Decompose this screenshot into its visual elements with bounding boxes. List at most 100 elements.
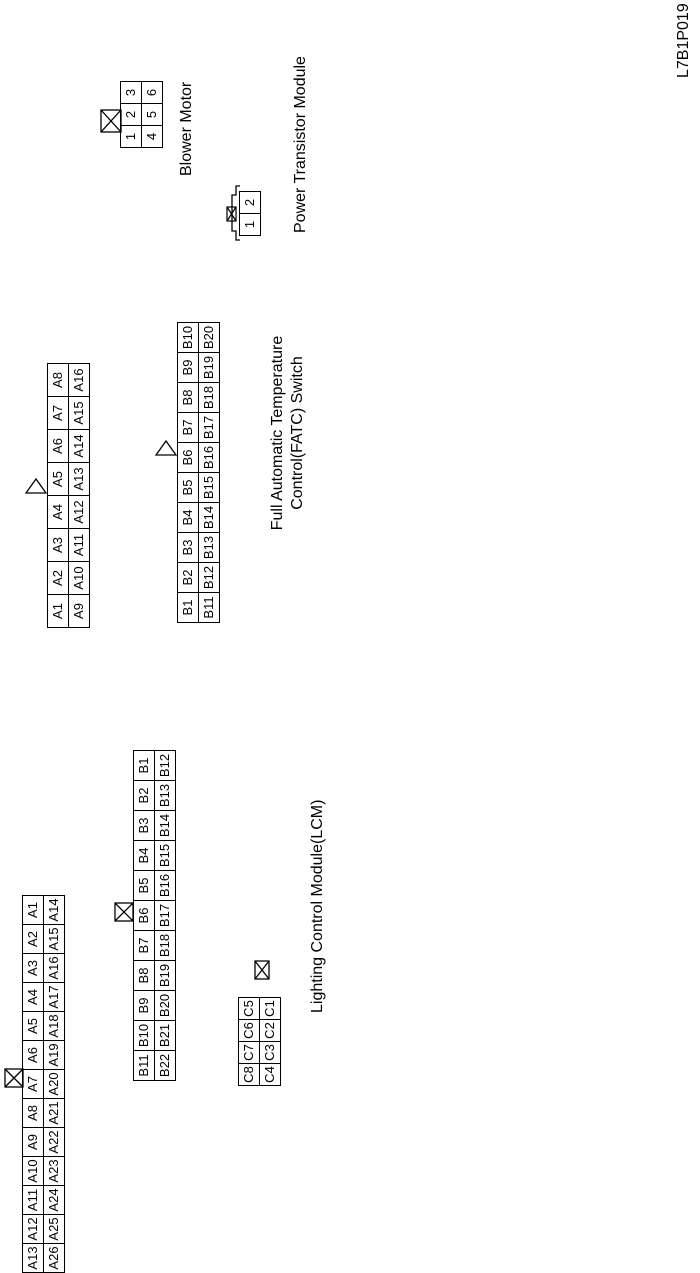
pin-cell: B9	[177, 352, 199, 383]
pin-cell: B4	[177, 502, 199, 533]
pin-cell: A8	[47, 363, 69, 397]
pin-cell: A1	[47, 594, 69, 628]
pin-cell: B15	[154, 840, 176, 871]
pin-cell: 6	[141, 81, 163, 104]
pin-cell: B10	[177, 322, 199, 353]
pin-cell: B9	[133, 990, 155, 1021]
pin-cell: C7	[238, 1041, 260, 1064]
pin-cell: C1	[259, 997, 281, 1020]
pin-cell: A7	[22, 1069, 44, 1099]
pin-cell: B17	[198, 412, 220, 443]
pin-cell: 3	[120, 81, 142, 104]
lcm-b-locking-tab-icon	[114, 902, 134, 922]
pin-cell: B2	[177, 562, 199, 593]
pin-cell: B11	[198, 592, 220, 623]
pin-cell: B5	[177, 472, 199, 503]
pin-cell: A19	[43, 1040, 65, 1070]
pin-cell: B12	[198, 562, 220, 593]
pin-cell: B3	[133, 810, 155, 841]
pin-cell: A14	[43, 895, 65, 925]
pin-cell: B11	[133, 1050, 155, 1081]
pin-cell: B12	[154, 750, 176, 781]
pin-cell: C3	[259, 1041, 281, 1064]
pin-cell: A17	[43, 982, 65, 1012]
pin-cell: B18	[154, 930, 176, 961]
pin-cell: 2	[239, 191, 261, 214]
pin-cell: 2	[120, 103, 142, 126]
pin-cell: C5	[238, 997, 260, 1020]
pin-cell: 1	[239, 213, 261, 236]
pin-cell: A12	[22, 1214, 44, 1244]
pin-cell: A4	[22, 982, 44, 1012]
pin-cell: A6	[47, 429, 69, 463]
pin-cell: B7	[177, 412, 199, 443]
pin-cell: B20	[154, 990, 176, 1021]
pin-cell: B13	[154, 780, 176, 811]
pin-cell: A15	[43, 924, 65, 954]
pin-cell: B4	[133, 840, 155, 871]
fatc-label: Full Automatic Temperature Control(FATC)…	[268, 313, 308, 553]
pin-cell: B6	[177, 442, 199, 473]
pin-cell: A13	[22, 1243, 44, 1273]
pin-cell: C4	[259, 1063, 281, 1086]
pin-cell: B21	[154, 1020, 176, 1051]
fatc-label-line1: Full Automatic Temperature	[269, 335, 286, 531]
pin-cell: A7	[47, 396, 69, 430]
pin-cell: A11	[68, 528, 90, 562]
pin-cell: B6	[133, 900, 155, 931]
lcm-label: Lighting Control Module(LCM)	[309, 799, 326, 1013]
pin-cell: 4	[141, 125, 163, 148]
fatc-label-line2: Control(FATC) Switch	[289, 356, 306, 510]
pin-cell: A12	[68, 495, 90, 529]
pin-cell: A26	[43, 1243, 65, 1273]
pin-cell: B3	[177, 532, 199, 563]
pin-cell: B8	[133, 960, 155, 991]
pin-cell: 5	[141, 103, 163, 126]
pin-cell: C8	[238, 1063, 260, 1086]
pin-cell: B7	[133, 930, 155, 961]
pin-cell: B20	[198, 322, 220, 353]
pin-cell: A22	[43, 1127, 65, 1157]
pin-cell: C6	[238, 1019, 260, 1042]
figure-id: L7B1P019	[675, 3, 692, 78]
pin-cell: A25	[43, 1214, 65, 1244]
pin-cell: B18	[198, 382, 220, 413]
pin-cell: A11	[22, 1185, 44, 1215]
blower-locking-tab-icon	[100, 109, 122, 133]
pin-cell: A15	[68, 396, 90, 430]
pin-cell: A1	[22, 895, 44, 925]
pin-cell: B5	[133, 870, 155, 901]
pin-cell: A5	[47, 462, 69, 496]
pin-cell: B2	[133, 780, 155, 811]
power-transistor-housing-icon	[226, 185, 240, 241]
pin-cell: A5	[22, 1011, 44, 1041]
pin-cell: B19	[198, 352, 220, 383]
pin-cell: B17	[154, 900, 176, 931]
lcm-c-locking-tab-icon	[254, 960, 270, 980]
pin-cell: C2	[259, 1019, 281, 1042]
pin-cell: B1	[177, 592, 199, 623]
pin-cell: A16	[43, 953, 65, 983]
pin-cell: 1	[120, 125, 142, 148]
pin-cell: A24	[43, 1185, 65, 1215]
pin-cell: A10	[68, 561, 90, 595]
pin-cell: B1	[133, 750, 155, 781]
pin-cell: B16	[154, 870, 176, 901]
pin-cell: B10	[133, 1020, 155, 1051]
pin-cell: A14	[68, 429, 90, 463]
